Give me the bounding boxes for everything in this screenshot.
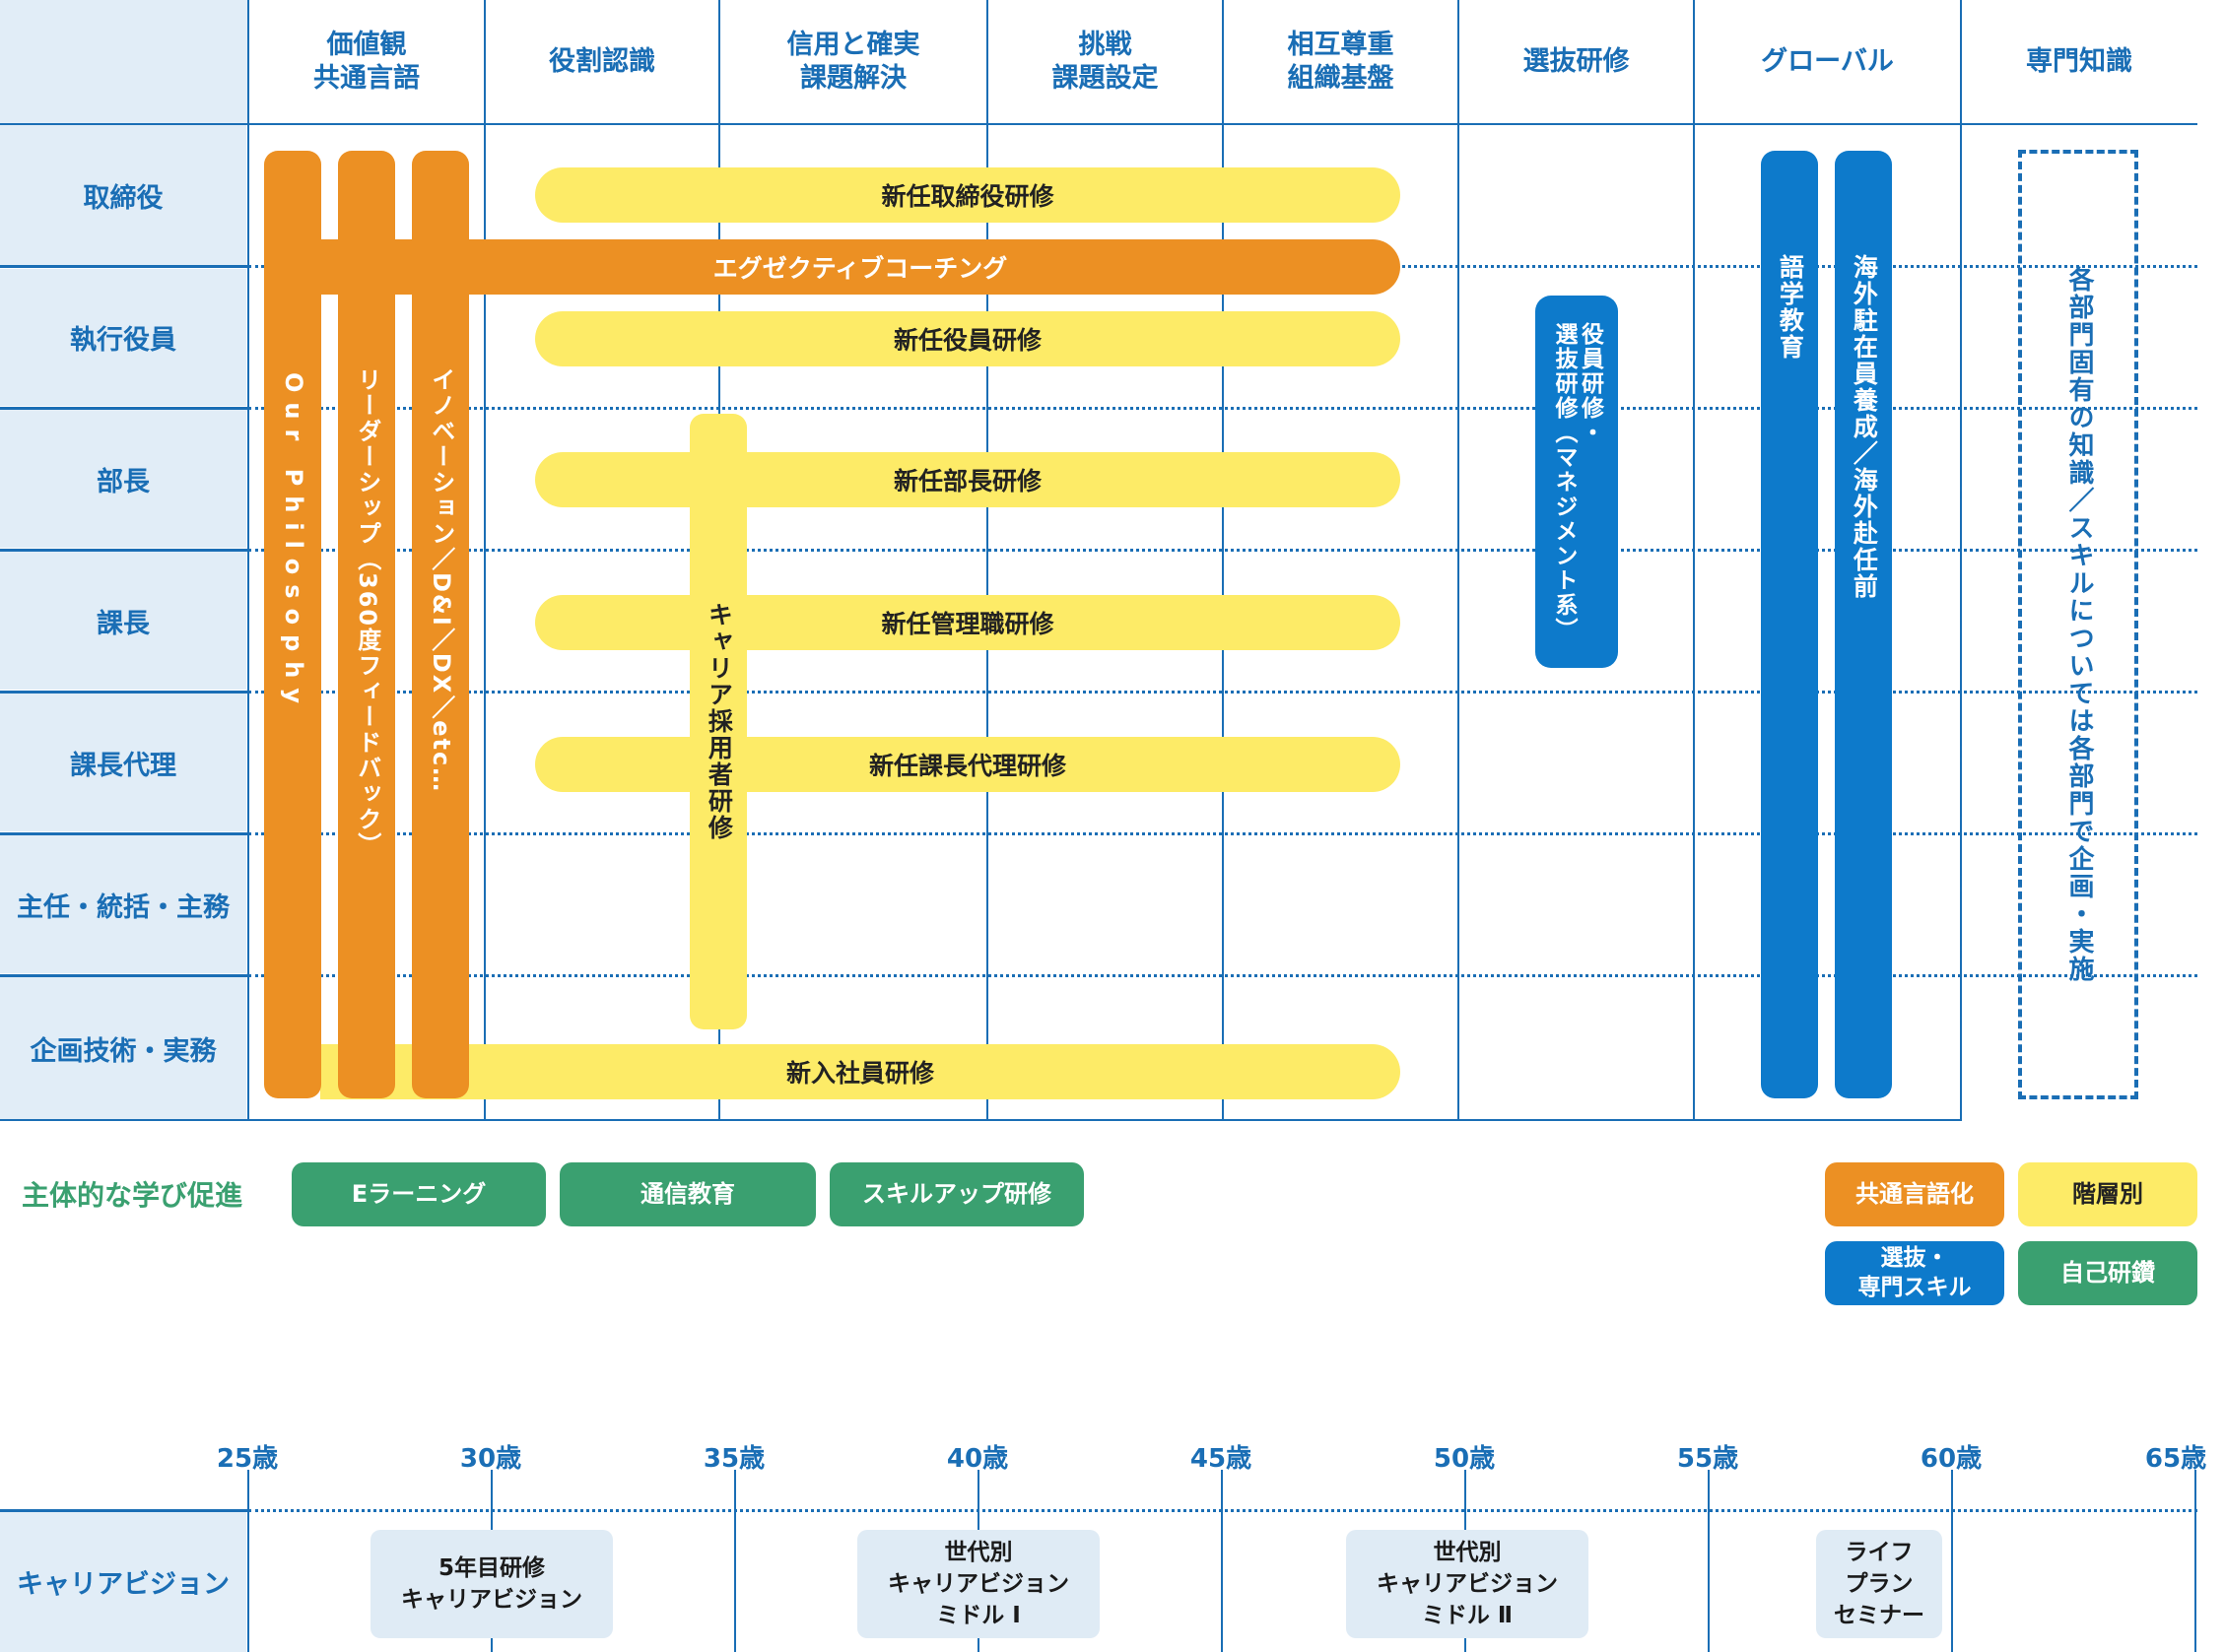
tick-35	[734, 1470, 736, 1652]
grid-bottom-line	[0, 1119, 1463, 1121]
legend-selection: 選抜・ 専門スキル	[1825, 1241, 2004, 1305]
career-top-line	[0, 1509, 248, 1512]
col-line-3	[986, 0, 988, 1121]
row-label-chief: 主任・統括・主務	[0, 835, 246, 973]
career-box-life-plan: ライフ プラン セミナー	[1816, 1530, 1942, 1638]
tick-45	[1221, 1470, 1223, 1652]
col-line-7	[1960, 0, 1962, 1121]
self-learning-skill-up: スキルアップ研修	[830, 1162, 1084, 1226]
tick-60	[1951, 1470, 1953, 1652]
bar-career-hire: キャリア採用者研修	[690, 414, 747, 1029]
bar-new-deputy: 新任課長代理研修	[535, 737, 1400, 792]
column-header-specialist: 専門知識	[2026, 45, 2132, 77]
career-vision-label: キャリアビジョン	[0, 1511, 246, 1652]
header-bottom-line	[0, 123, 2197, 125]
row-divider-5	[0, 832, 248, 835]
bar-language-education-label: 語学教育	[1776, 254, 1805, 361]
bar-language-education: 語学教育	[1761, 151, 1818, 1098]
self-learning-correspondence: 通信教育	[560, 1162, 816, 1226]
col-line-5	[1457, 0, 1459, 1121]
bar-new-section-chief: 新任管理職研修	[535, 595, 1400, 650]
age-30: 30歳	[459, 1444, 522, 1474]
timeline-dotted	[248, 1509, 2197, 1512]
row-dotted-2	[248, 407, 2197, 410]
tick-25	[247, 1470, 249, 1652]
bar-overseas-assignment: 海外駐在員養成／海外赴任前	[1835, 151, 1892, 1098]
self-learning-e-learning: Eラーニング	[292, 1162, 546, 1226]
bar-selection-training-label: 役員研修・ 選抜研修（マネジメント系）	[1551, 321, 1603, 642]
row-dotted-5	[248, 832, 2197, 835]
bar-our-philosophy-label: Our Philosophy	[279, 372, 307, 713]
row-label-deputy: 課長代理	[0, 694, 246, 831]
row-dotted-3	[248, 549, 2197, 552]
column-header-selection: 選抜研修	[1522, 45, 1630, 77]
header-corner	[0, 0, 248, 123]
tick-65	[2194, 1470, 2196, 1652]
row-divider-3	[0, 549, 248, 552]
column-header-values: 価値観 共通言語	[313, 29, 420, 94]
column-header-challenge: 挑戦 課題設定	[1051, 29, 1159, 94]
row-divider-6	[0, 974, 248, 977]
col-line-0	[247, 0, 249, 1121]
column-header-respect: 相互尊重 組織基盤	[1287, 29, 1394, 94]
row-label-staff: 企画技術・実務	[0, 977, 246, 1119]
bar-our-philosophy: Our Philosophy	[264, 151, 321, 1098]
bar-leadership: リーダーシップ（360度フィードバック）	[338, 151, 395, 1098]
row-label-manager: 部長	[0, 410, 246, 548]
row-dotted-6	[248, 974, 2197, 977]
grid-bottom-line-right	[1463, 1119, 1960, 1121]
age-40: 40歳	[946, 1444, 1009, 1474]
bar-new-employee: 新入社員研修	[320, 1044, 1400, 1099]
age-50: 50歳	[1433, 1444, 1496, 1474]
bar-career-hire-label: キャリア採用者研修	[705, 602, 734, 841]
career-box-5th-year: 5年目研修 キャリアビジョン	[371, 1530, 613, 1638]
bar-overseas-assignment-label: 海外駐在員養成／海外赴任前	[1850, 254, 1879, 600]
row-label-exec-officer: 執行役員	[0, 269, 246, 406]
column-header-role: 役割認識	[549, 45, 655, 77]
self-learning-label: 主体的な学び促進	[22, 1179, 243, 1212]
bar-new-manager: 新任部長研修	[535, 452, 1400, 507]
specialist-box-label: 各部門固有の知識／スキルについては各部門で企画・実施	[2063, 266, 2094, 983]
bar-innovation-label: イノベーション／D&I／DX／etc…	[427, 367, 455, 794]
col-line-6	[1693, 0, 1695, 1121]
col-line-4	[1222, 0, 1224, 1121]
row-dotted-4	[248, 691, 2197, 694]
column-header-global: グローバル	[1761, 45, 1894, 77]
career-box-middle-1: 世代別 キャリアビジョン ミドル Ⅰ	[857, 1530, 1100, 1638]
legend-layer: 階層別	[2018, 1162, 2197, 1226]
col-line-1	[484, 0, 486, 1121]
bar-leadership-label: リーダーシップ（360度フィードバック）	[353, 367, 381, 859]
tick-55	[1708, 1470, 1710, 1652]
row-divider-4	[0, 691, 248, 694]
bar-executive-coaching: エグゼクティブコーチング	[320, 239, 1400, 295]
career-box-middle-2: 世代別 キャリアビジョン ミドル Ⅱ	[1346, 1530, 1588, 1638]
age-25: 25歳	[216, 1444, 279, 1474]
specialist-box: 各部門固有の知識／スキルについては各部門で企画・実施	[2018, 150, 2138, 1099]
row-label-section-chief: 課長	[0, 552, 246, 690]
age-60: 60歳	[1920, 1444, 1983, 1474]
bar-new-director: 新任取締役研修	[535, 167, 1400, 223]
age-65: 65歳	[2144, 1444, 2207, 1474]
legend-self-development: 自己研鑽	[2018, 1241, 2197, 1305]
bar-selection-training: 役員研修・ 選抜研修（マネジメント系）	[1535, 296, 1618, 668]
bar-innovation: イノベーション／D&I／DX／etc…	[412, 151, 469, 1098]
bar-new-officer: 新任役員研修	[535, 311, 1400, 366]
column-header-trust: 信用と確実 課題解決	[786, 29, 920, 94]
legend-common-language: 共通言語化	[1825, 1162, 2004, 1226]
row-divider-1	[0, 265, 248, 268]
age-55: 55歳	[1676, 1444, 1739, 1474]
row-label-director: 取締役	[0, 125, 246, 265]
age-35: 35歳	[703, 1444, 766, 1474]
row-divider-2	[0, 407, 248, 410]
age-45: 45歳	[1189, 1444, 1252, 1474]
